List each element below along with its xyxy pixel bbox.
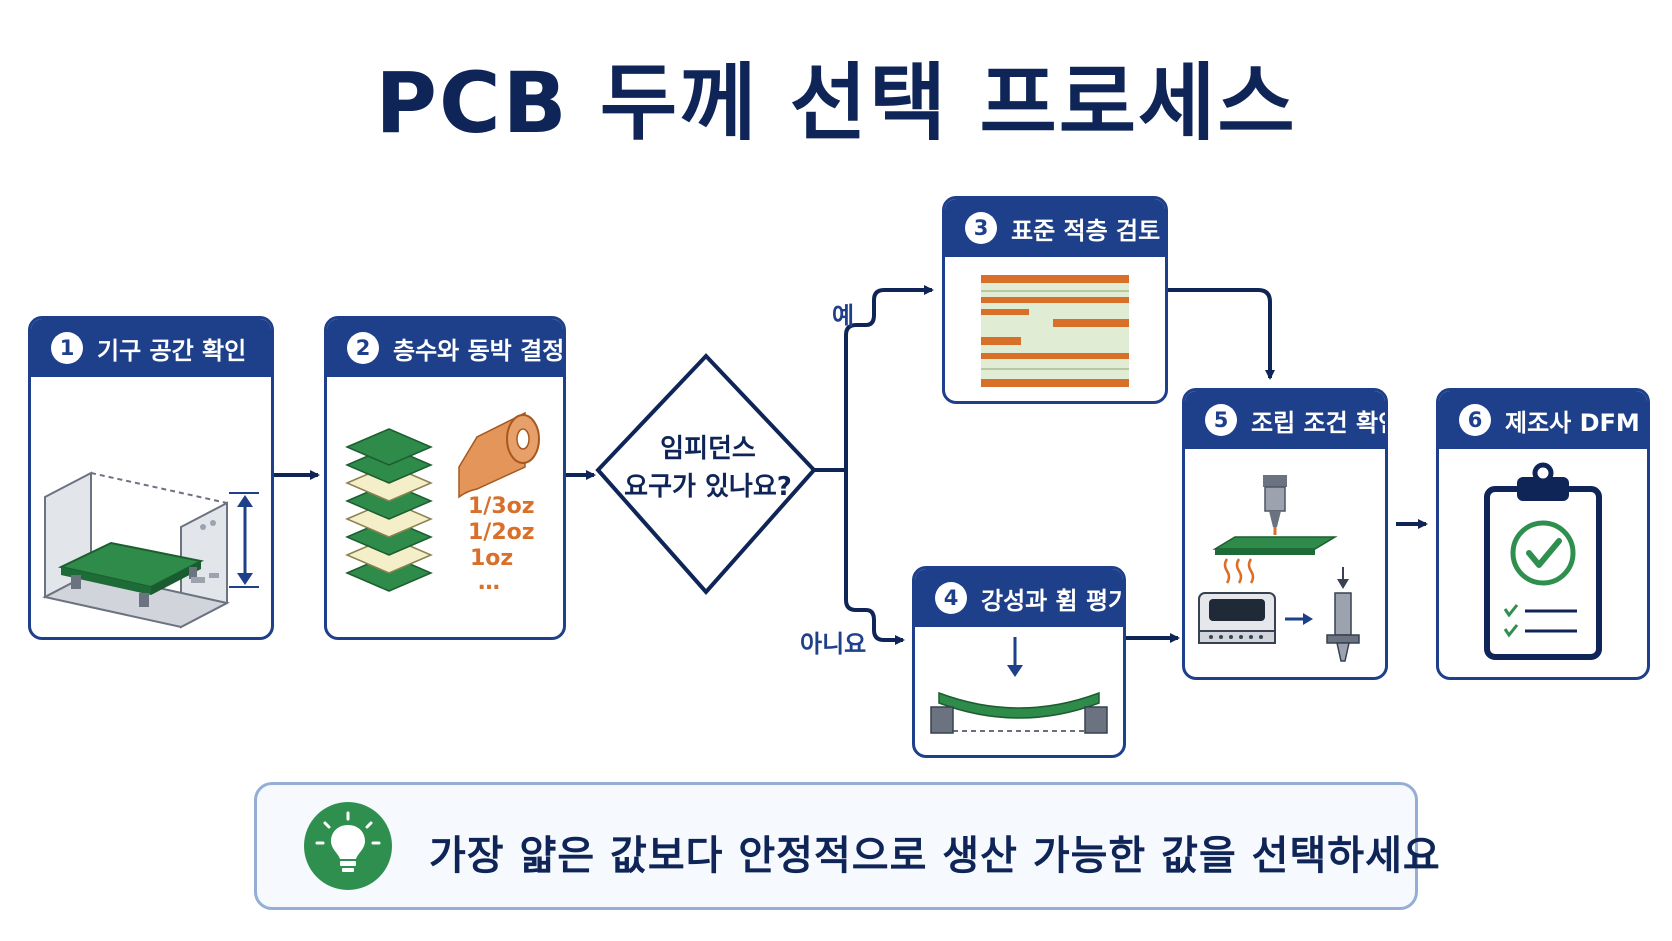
step-number-3: 3 (965, 212, 997, 244)
step-header-6: 6 제조사 DFM 승인 (1439, 391, 1647, 449)
assembly-icon (1198, 475, 1360, 662)
step-body-5 (1185, 449, 1385, 677)
branch-no-label: 아니요 (800, 630, 867, 658)
step-body-2 (327, 377, 563, 637)
step-header-1: 1 기구 공간 확인 (31, 319, 271, 377)
step-body-6 (1439, 449, 1647, 677)
step-label-5: 조립 조건 확인 (1251, 408, 1388, 437)
tip-text: 가장 얇은 값보다 안정적으로 생산 가능한 값을 선택하세요 (429, 833, 1441, 879)
step-header-5: 5 조립 조건 확인 (1185, 391, 1385, 449)
step-card-1: 1 기구 공간 확인 (28, 316, 274, 640)
step-card-4: 4 강성과 휨 평가 (912, 566, 1126, 758)
decision-line2: 요구가 있나요? (624, 472, 792, 502)
step-label-2: 층수와 동박 결정 (393, 336, 565, 365)
decision-diamond (595, 353, 817, 596)
decision-line1: 임피던스 (660, 434, 756, 464)
step-label-1: 기구 공간 확인 (97, 336, 247, 365)
arrow-no (844, 470, 905, 645)
layer-stack-icon (345, 411, 540, 592)
decision-text: 임피던스 요구가 있나요? (600, 430, 816, 506)
bending-test-icon (930, 637, 1108, 734)
step-number-2: 2 (347, 332, 379, 364)
arrow-3-5 (1168, 288, 1275, 380)
step-number-6: 6 (1459, 404, 1491, 436)
copper-option-1: 1/3oz (468, 494, 535, 519)
step-label-4: 강성과 휨 평가 (981, 586, 1126, 615)
step-label-3: 표준 적층 검토 (1011, 216, 1161, 245)
stackup-icon (981, 275, 1129, 387)
step-label-6: 제조사 DFM 승인 (1505, 408, 1647, 437)
arrow-yes (844, 285, 934, 470)
lightbulb-icon (304, 802, 392, 890)
step-number-5: 5 (1205, 404, 1237, 436)
enclosure-board-icon (42, 471, 259, 629)
branch-yes-label: 예 (832, 302, 855, 330)
step-number-4: 4 (935, 582, 967, 614)
step-card-6: 6 제조사 DFM 승인 (1436, 388, 1650, 680)
step-body-3 (945, 257, 1165, 401)
step-card-2: 2 층수와 동박 결정 (324, 316, 566, 640)
step-number-1: 1 (51, 332, 83, 364)
step-header-4: 4 강성과 휨 평가 (915, 569, 1123, 627)
step-body-1 (31, 377, 271, 637)
copper-option-3: 1oz (470, 546, 514, 571)
copper-option-2: 1/2oz (468, 520, 535, 545)
checklist-icon (1484, 462, 1602, 660)
step-card-5: 5 조립 조건 확인 (1182, 388, 1388, 680)
page-title: PCB 두께 선택 프로세스 (375, 54, 1297, 152)
tip-banner: 가장 얇은 값보다 안정적으로 생산 가능한 값을 선택하세요 (254, 782, 1440, 910)
step-header-2: 2 층수와 동박 결정 (327, 319, 563, 377)
step-card-3: 3 표준 적층 검토 (942, 196, 1168, 404)
step-body-4 (915, 627, 1123, 755)
step-header-3: 3 표준 적층 검토 (945, 199, 1165, 257)
copper-option-more: … (478, 570, 500, 595)
